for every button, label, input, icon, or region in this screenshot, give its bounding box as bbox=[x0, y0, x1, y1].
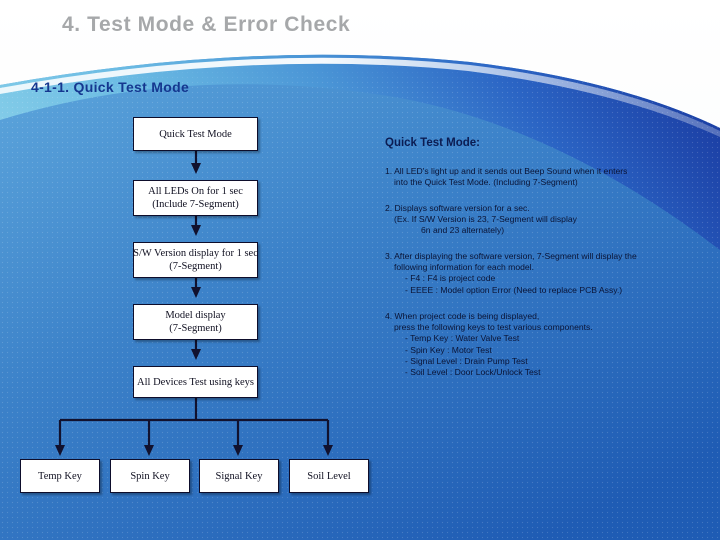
notes-line: (Ex. If S/W Version is 23, 7-Segment wil… bbox=[394, 214, 577, 225]
flow-key-label: Spin Key bbox=[130, 470, 170, 482]
notes-line: 3. After displaying the software version… bbox=[385, 251, 637, 261]
flow-key-label: Soil Level bbox=[307, 470, 351, 482]
flow-key-label: Temp Key bbox=[38, 470, 82, 482]
flowchart-connectors bbox=[55, 151, 333, 456]
notes-line: press the following keys to test various… bbox=[394, 322, 593, 333]
flow-step-all-devices-test[interactable]: All Devices Test using keys bbox=[133, 366, 258, 398]
flow-step-sw-version[interactable]: S/W Version display for 1 sec (7-Segment… bbox=[133, 242, 258, 278]
notes-line: 4. When project code is being displayed, bbox=[385, 311, 540, 321]
flow-step-line: (7-Segment) bbox=[169, 323, 222, 334]
flow-step-line: S/W Version display for 1 sec bbox=[133, 248, 258, 259]
flow-step-line: Quick Test Mode bbox=[159, 128, 232, 140]
flow-key-soil-level[interactable]: Soil Level bbox=[289, 459, 369, 493]
flow-step-line: (7-Segment) bbox=[169, 261, 222, 272]
notes-line: - Soil Level : Door Lock/Unlock Test bbox=[405, 367, 541, 378]
notes-line: 6n and 23 alternately) bbox=[421, 225, 505, 236]
notes-item-3: 3. After displaying the software version… bbox=[385, 251, 715, 296]
section-subtitle: 4-1-1. Quick Test Mode bbox=[31, 79, 190, 95]
flow-step-line: All Devices Test using keys bbox=[137, 376, 254, 388]
notes-line: into the Quick Test Mode. (Including 7-S… bbox=[394, 177, 578, 188]
notes-line: - Spin Key : Motor Test bbox=[405, 344, 492, 355]
flow-step-model-display[interactable]: Model display (7-Segment) bbox=[133, 304, 258, 340]
notes-line: - Temp Key : Water Valve Test bbox=[405, 333, 520, 344]
notes-item-4: 4. When project code is being displayed,… bbox=[385, 311, 715, 378]
flow-step-line: (Include 7-Segment) bbox=[152, 199, 239, 210]
flow-key-spin-key[interactable]: Spin Key bbox=[110, 459, 190, 493]
flow-step-line: Model display bbox=[165, 310, 226, 321]
flow-key-temp-key[interactable]: Temp Key bbox=[20, 459, 100, 493]
flow-step-all-leds-on[interactable]: All LEDs On for 1 sec (Include 7-Segment… bbox=[133, 180, 258, 216]
notes-line: 2. Displays software version for a sec. bbox=[385, 203, 530, 213]
flow-step-line: All LEDs On for 1 sec bbox=[148, 186, 243, 197]
notes-line: following information for each model. bbox=[394, 262, 534, 273]
page-title: 4. Test Mode & Error Check bbox=[62, 13, 351, 36]
notes-item-1: 1. All LED's light up and it sends out B… bbox=[385, 166, 715, 188]
notes-line: - EEEE : Model option Error (Need to rep… bbox=[405, 284, 623, 295]
flow-step-quick-test-mode[interactable]: Quick Test Mode bbox=[133, 117, 258, 151]
notes-line: - Signal Level : Drain Pump Test bbox=[405, 355, 528, 366]
notes-line: - F4 : F4 is project code bbox=[405, 273, 496, 284]
notes-item-2: 2. Displays software version for a sec. … bbox=[385, 203, 715, 237]
flow-key-signal-key[interactable]: Signal Key bbox=[199, 459, 279, 493]
flow-key-label: Signal Key bbox=[215, 470, 263, 482]
notes-heading: Quick Test Mode: bbox=[385, 137, 480, 149]
notes-line: 1. All LED's light up and it sends out B… bbox=[385, 166, 628, 176]
